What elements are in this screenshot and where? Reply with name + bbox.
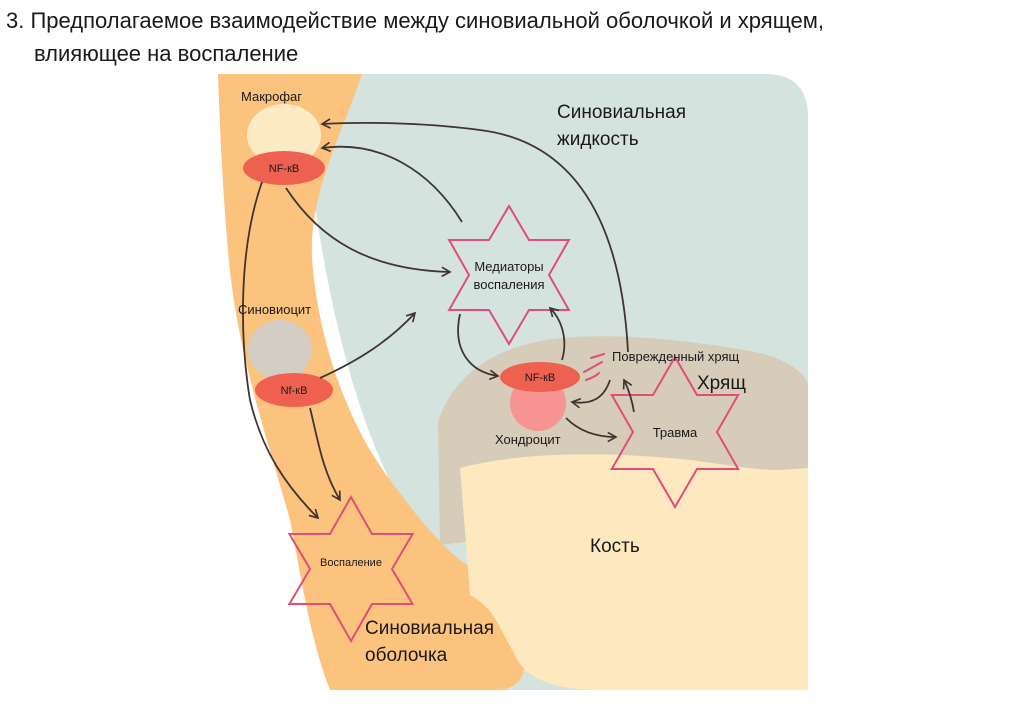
chondrocyte-nfkb-label: NF-кB <box>525 372 555 384</box>
title-line-2: влияющее на воспаление <box>34 41 299 66</box>
inflammation-star <box>287 494 415 644</box>
macrophage-cell <box>247 104 321 166</box>
macrophage-nfkb <box>243 151 325 185</box>
arrow-chondrocyte-to-trauma <box>565 417 618 443</box>
arrow-damaged-to-chondrocyte <box>570 379 611 409</box>
arrow-trauma-to-damaged <box>622 378 635 413</box>
mediators-label-2: воспаления <box>473 277 544 292</box>
synoviocyte-cell <box>248 320 312 380</box>
arrow-mediators-to-chondrocyte <box>457 313 500 381</box>
synovial-fluid-label-2: жидкость <box>557 129 639 150</box>
damaged-cartilage-label: Поврежденный хрящ <box>612 349 740 364</box>
title-line-1: 3. Предполагаемое взаимодействие между с… <box>6 8 825 33</box>
page-title: 3. Предполагаемое взаимодействие между с… <box>6 4 1006 70</box>
chondrocyte-label: Хондроцит <box>495 432 561 447</box>
synoviocyte-label: Синовиоцит <box>238 302 311 317</box>
synovial-membrane-label-2: оболочка <box>365 645 448 666</box>
damaged-cartilage-dashes <box>583 353 605 381</box>
synovial-fluid-label-1: Синовиальная <box>557 102 686 123</box>
synoviocyte-nfkb <box>255 373 333 407</box>
trauma-label: Травма <box>653 425 698 440</box>
macrophage-nfkb-label: NF-кB <box>269 163 299 175</box>
synovial-membrane-region <box>218 74 525 690</box>
cartilage-label: Хрящ <box>697 373 746 394</box>
arrow-synoviocyte-to-mediators <box>319 311 417 379</box>
arrow-macrophage-to-mediators <box>285 187 452 278</box>
arrow-macrophage-to-inflammation <box>242 181 320 520</box>
macrophage-label: Макрофаг <box>241 89 302 104</box>
synoviocyte-nfkb-label: Nf-кB <box>281 385 308 397</box>
arrow-damaged-to-macrophage <box>320 118 629 353</box>
mediators-star <box>447 204 571 346</box>
chondrocyte-nfkb <box>500 362 580 392</box>
synovial-membrane-label-1: Синовиальная <box>365 618 494 639</box>
arrow-mediators-to-macrophage <box>320 141 463 223</box>
bone-label: Кость <box>590 536 640 557</box>
arrow-synoviocyte-to-inflammation <box>309 407 341 502</box>
trauma-star <box>610 355 740 509</box>
bone-region <box>460 454 808 690</box>
mediators-label-1: Медиаторы <box>474 259 543 274</box>
inflammation-label: Воспаление <box>320 557 382 569</box>
arrow-chondrocyte-to-mediators <box>548 306 566 361</box>
